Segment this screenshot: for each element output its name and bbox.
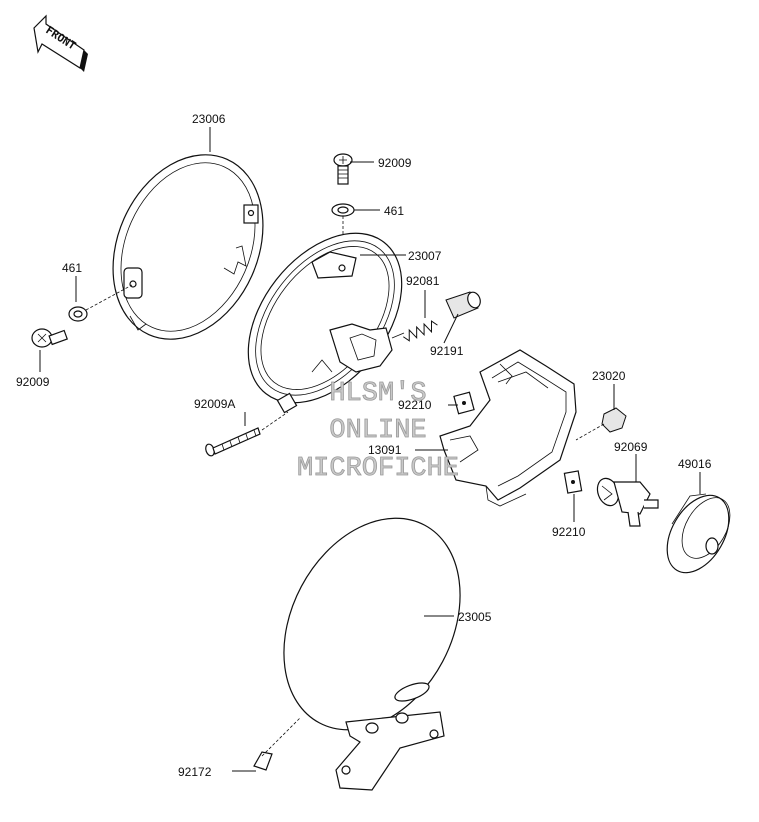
watermark-line-2: ONLINE: [329, 416, 426, 446]
socket-cover-part: [666, 493, 731, 574]
rim-screw-part: [31, 328, 68, 348]
headlight-housing-part: [283, 517, 461, 791]
label-rim: 23006: [192, 112, 226, 126]
top-washer-part: [331, 203, 355, 217]
top-screw-part: [333, 153, 353, 185]
label-rim-washer: 461: [62, 261, 82, 275]
label-spring: 92081: [406, 274, 440, 288]
label-clip-upper: 92210: [398, 398, 432, 412]
leader-lines: [39, 127, 701, 772]
bracket-part: [439, 349, 577, 507]
bulb-part: [596, 477, 659, 527]
label-collar: 92191: [430, 344, 464, 358]
headlight-rim-part: [112, 154, 264, 340]
watermark-line-1: HLSM'S: [329, 379, 426, 409]
lower-clip-part: [563, 470, 583, 494]
label-adjust-screw: 92009A: [194, 397, 235, 411]
label-clip-lower: 92210: [552, 525, 586, 539]
collar-part: [445, 291, 481, 319]
label-screw-top: 92009: [378, 156, 412, 170]
label-bracket: 13091: [368, 443, 402, 457]
watermark-line-3: MICROFICHE: [297, 454, 459, 484]
label-nut: 23020: [592, 369, 626, 383]
housing-screw-part: [253, 717, 301, 771]
label-washer-top: 461: [384, 204, 404, 218]
label-housing: 23005: [458, 610, 492, 624]
label-housing-screw: 92172: [178, 765, 212, 779]
front-arrow-icon: FRONT: [33, 14, 88, 72]
label-socket-cover: 49016: [678, 457, 712, 471]
label-inner-rim: 23007: [408, 249, 442, 263]
inner-rim-part: [247, 232, 403, 414]
adjuster-spring-part: [403, 320, 438, 342]
label-rim-screw: 92009: [16, 375, 50, 389]
label-bulb: 92069: [614, 440, 648, 454]
nut-part: [601, 407, 627, 433]
adjusting-screw-part: [205, 427, 261, 457]
upper-clip-part: [453, 391, 475, 415]
watermark: HLSM'S ONLINE MICROFICHE: [297, 379, 460, 485]
rim-washer-part: [68, 306, 88, 322]
